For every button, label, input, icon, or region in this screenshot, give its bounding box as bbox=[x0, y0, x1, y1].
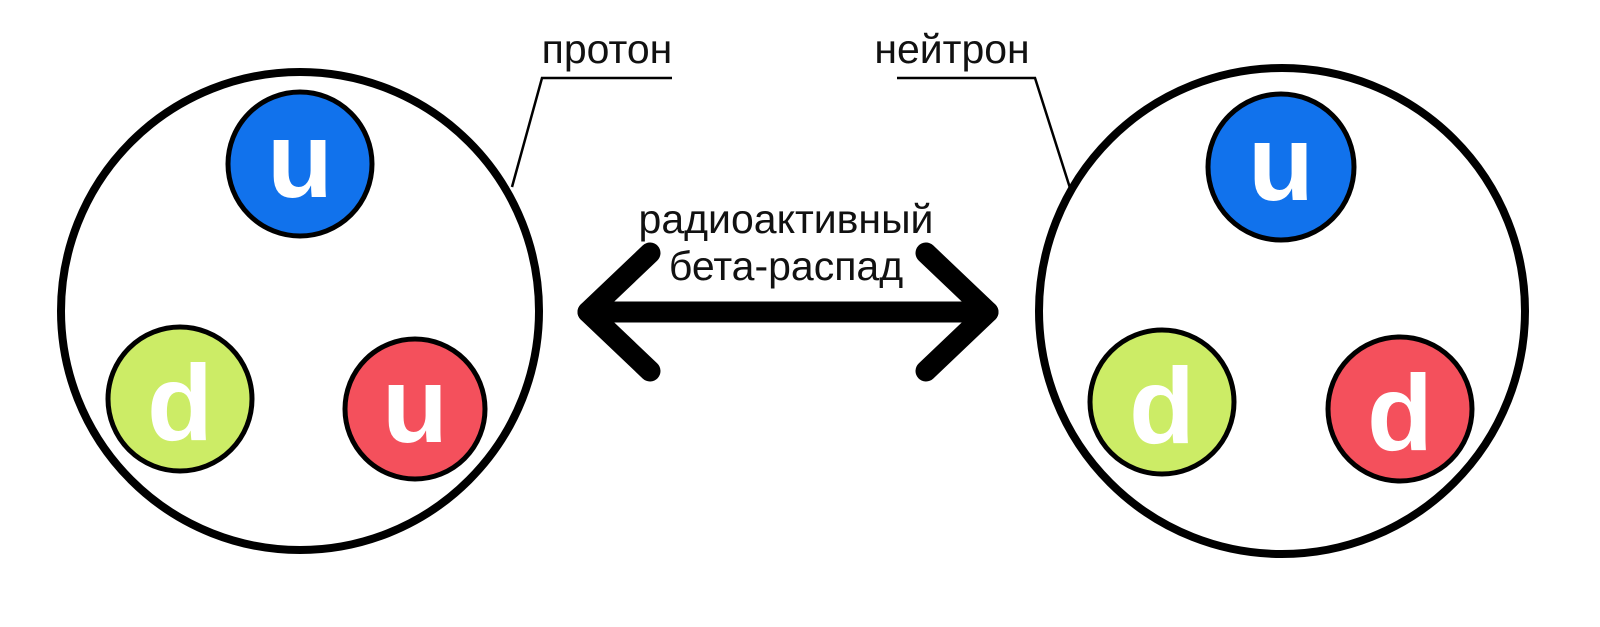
neutron-label-leader-line bbox=[897, 76, 1072, 189]
neutron-quark-up-circle bbox=[1205, 91, 1357, 243]
proton-quark-up-1-label: u bbox=[267, 99, 333, 220]
neutron-quark-down-1-label: d bbox=[1129, 345, 1195, 466]
neutron-quark-down-1-circle bbox=[1087, 327, 1237, 477]
proton-label-leader-line bbox=[510, 76, 672, 188]
proton-quark-down-label: d bbox=[147, 342, 213, 463]
proton-label: протон bbox=[542, 26, 673, 72]
neutron-label: нейтрон bbox=[874, 26, 1029, 72]
proton-quark-down-circle bbox=[105, 324, 255, 474]
beta-decay-label-line1: радиоактивный bbox=[639, 196, 934, 242]
proton-quark-up-1-circle bbox=[225, 89, 375, 239]
beta-decay-arrow-group: радиоактивный бета-распад bbox=[577, 196, 999, 382]
proton-quark-up-2-label: u bbox=[382, 344, 448, 465]
beta-decay-label-line2: бета-распад bbox=[669, 243, 903, 289]
neutron-quark-up-label: u bbox=[1248, 102, 1314, 223]
arrow-right-head bbox=[915, 242, 999, 382]
neutron-quark-down-2-label: d bbox=[1367, 352, 1433, 473]
neutron-group: u d d bbox=[1035, 64, 1529, 558]
arrow-left-head bbox=[577, 242, 661, 382]
neutron-quark-down-2-circle bbox=[1325, 334, 1475, 484]
proton-group: u d u bbox=[57, 68, 543, 554]
proton-quark-up-2-circle bbox=[342, 336, 488, 482]
